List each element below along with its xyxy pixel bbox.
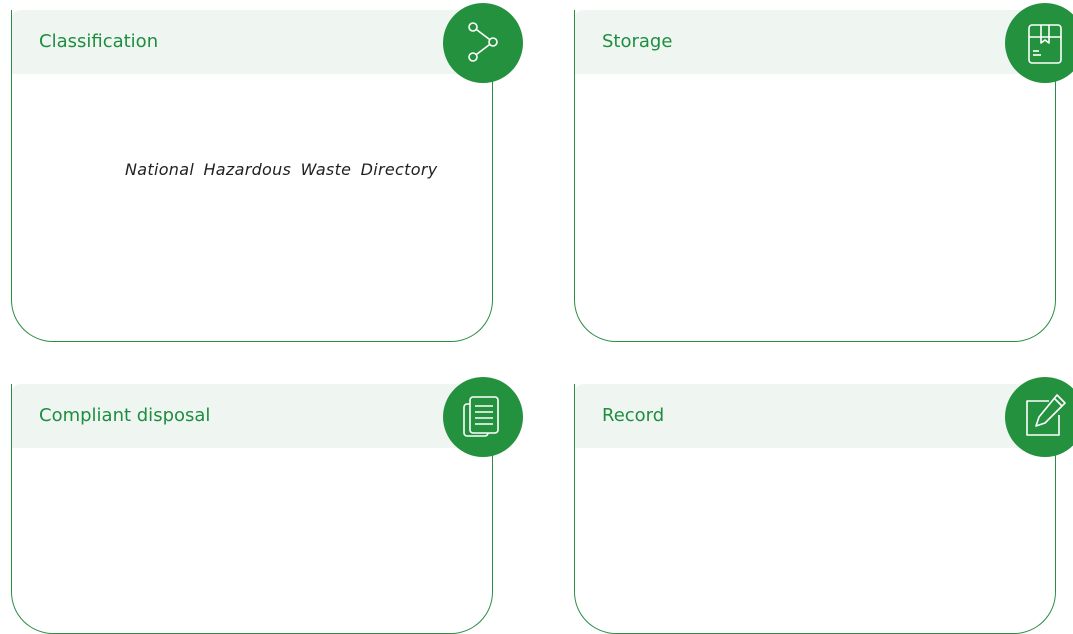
card-title: Storage <box>602 31 673 52</box>
edit-icon <box>1005 377 1073 457</box>
card-header <box>11 384 493 448</box>
card-storage: Storage <box>574 3 1073 342</box>
card-record: Record <box>574 377 1073 634</box>
share-icon <box>443 3 523 83</box>
card-header <box>11 10 493 74</box>
box-icon <box>1005 3 1073 83</box>
classification-note: National Hazardous Waste Directory <box>125 160 438 179</box>
card-title: Classification <box>39 31 159 52</box>
card-header <box>574 384 1056 448</box>
card-header <box>574 10 1056 74</box>
card-frame <box>574 10 1056 342</box>
card-title: Compliant disposal <box>39 405 211 426</box>
card-compliant-disposal: Compliant disposal <box>11 377 523 634</box>
card-title: Record <box>602 405 665 426</box>
document-icon <box>443 377 523 457</box>
card-frame <box>11 10 493 342</box>
card-classification: Classification <box>11 3 523 342</box>
